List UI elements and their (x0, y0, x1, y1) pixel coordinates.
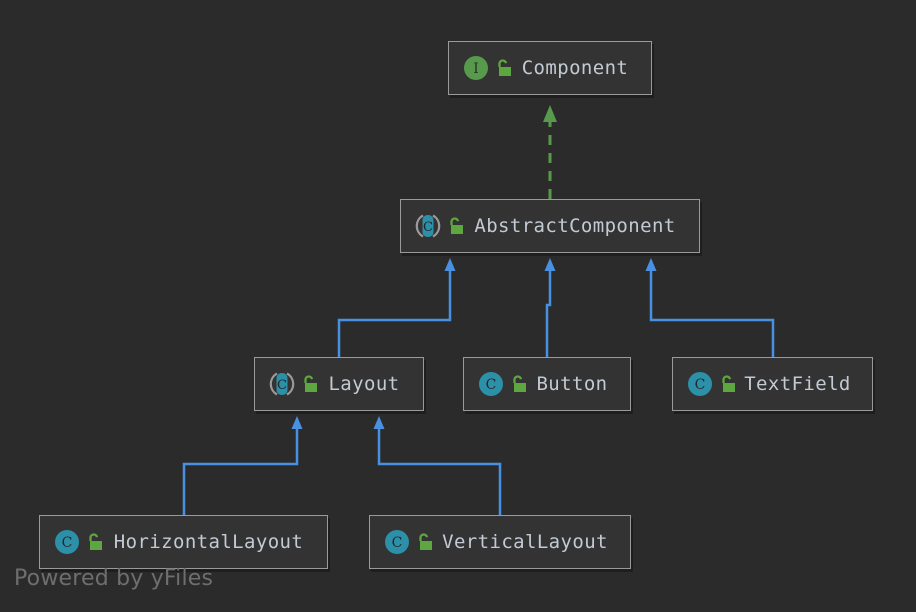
node-label-textfield: TextField (744, 373, 851, 395)
edge-button-abstractcomponent (544, 258, 556, 357)
yfiles-watermark: Powered by yFiles (14, 566, 214, 591)
node-icon-group: C (687, 371, 737, 397)
open-lock-icon (89, 533, 102, 550)
node-icon-group: C (415, 213, 465, 239)
open-lock-icon (450, 217, 463, 234)
svg-text:C: C (392, 535, 403, 551)
open-lock-icon (513, 375, 526, 392)
svg-text:C: C (277, 378, 287, 393)
node-label-horizontal-layout: HorizontalLayout (113, 531, 304, 553)
node-label-component: Component (521, 57, 629, 79)
node-label-button: Button (536, 373, 608, 395)
interface-icon: I (464, 56, 488, 80)
node-icon-group: C (478, 371, 528, 397)
edge-textfield-abstractcomponent (645, 258, 775, 357)
class-icon: C (479, 372, 503, 396)
node-label-abstract-component: AbstractComponent (474, 215, 676, 237)
svg-text:C: C (62, 535, 73, 551)
uml-node-vertical-layout[interactable]: C VerticalLayout (369, 515, 631, 569)
uml-node-button[interactable]: C Button (463, 357, 631, 411)
node-icon-group: I (463, 55, 513, 81)
class-icon: C (385, 530, 409, 554)
svg-text:C: C (486, 377, 497, 393)
open-lock-icon (419, 533, 432, 550)
svg-text:I: I (473, 61, 479, 77)
node-icon-group: C (384, 529, 434, 555)
uml-node-layout[interactable]: C Layout (254, 357, 424, 411)
abstract-class-icon: C (269, 372, 295, 396)
edge-layout-abstractcomponent (337, 258, 456, 357)
class-icon: C (688, 372, 712, 396)
uml-node-abstract-component[interactable]: C AbstractComponent (400, 199, 700, 253)
svg-text:C: C (423, 220, 433, 235)
open-lock-icon (304, 375, 317, 392)
open-lock-icon (498, 59, 511, 76)
uml-node-textfield[interactable]: C TextField (672, 357, 873, 411)
edge-horizontallayout-layout (182, 416, 303, 515)
node-icon-group: C (269, 371, 319, 397)
class-icon: C (55, 530, 79, 554)
node-label-vertical-layout: VerticalLayout (442, 531, 608, 553)
node-icon-group: C (54, 529, 104, 555)
uml-node-horizontal-layout[interactable]: C HorizontalLayout (39, 515, 328, 569)
node-label-layout: Layout (328, 373, 400, 395)
edge-verticallayout-layout (373, 416, 502, 515)
open-lock-icon (722, 375, 735, 392)
uml-node-component[interactable]: I Component (448, 41, 652, 95)
svg-text:C: C (695, 377, 706, 393)
abstract-class-icon: C (415, 214, 441, 238)
